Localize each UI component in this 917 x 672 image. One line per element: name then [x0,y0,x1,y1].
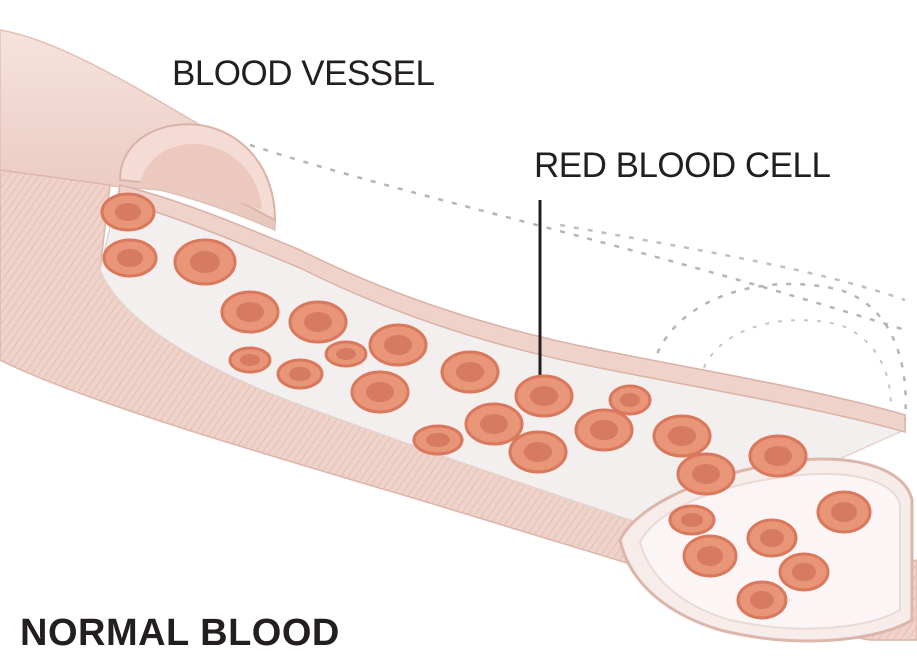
red-blood-cell [442,352,498,392]
red-blood-cell [222,292,278,332]
red-blood-cell [818,492,870,532]
red-blood-cell [654,416,710,456]
red-blood-cell [370,325,426,365]
red-blood-cell [750,436,806,476]
red-blood-cell [748,520,796,556]
blood-vessel-label: BLOOD VESSEL [172,54,434,94]
red-blood-cell [414,426,462,454]
red-blood-cell [175,240,235,284]
normal-blood-caption: NORMAL BLOOD [20,612,340,655]
red-blood-cell [102,194,154,230]
red-blood-cell [738,582,786,618]
red-blood-cell [352,372,408,412]
red-blood-cell-label: RED BLOOD CELL [534,146,830,186]
red-blood-cell [610,386,650,414]
red-blood-cell [510,432,566,472]
red-blood-cell [326,342,366,366]
red-blood-cell [516,376,572,416]
red-blood-cell [230,348,270,372]
red-blood-cell [678,454,734,494]
red-blood-cell [104,240,156,276]
red-blood-cell [278,360,322,388]
red-blood-cell [466,404,522,444]
red-blood-cell [670,506,714,534]
dotted-vessel-outline-upper [560,225,905,300]
red-blood-cell [684,536,736,576]
red-blood-cell [290,302,346,342]
red-blood-cell [576,410,632,450]
red-blood-cell [780,554,828,590]
